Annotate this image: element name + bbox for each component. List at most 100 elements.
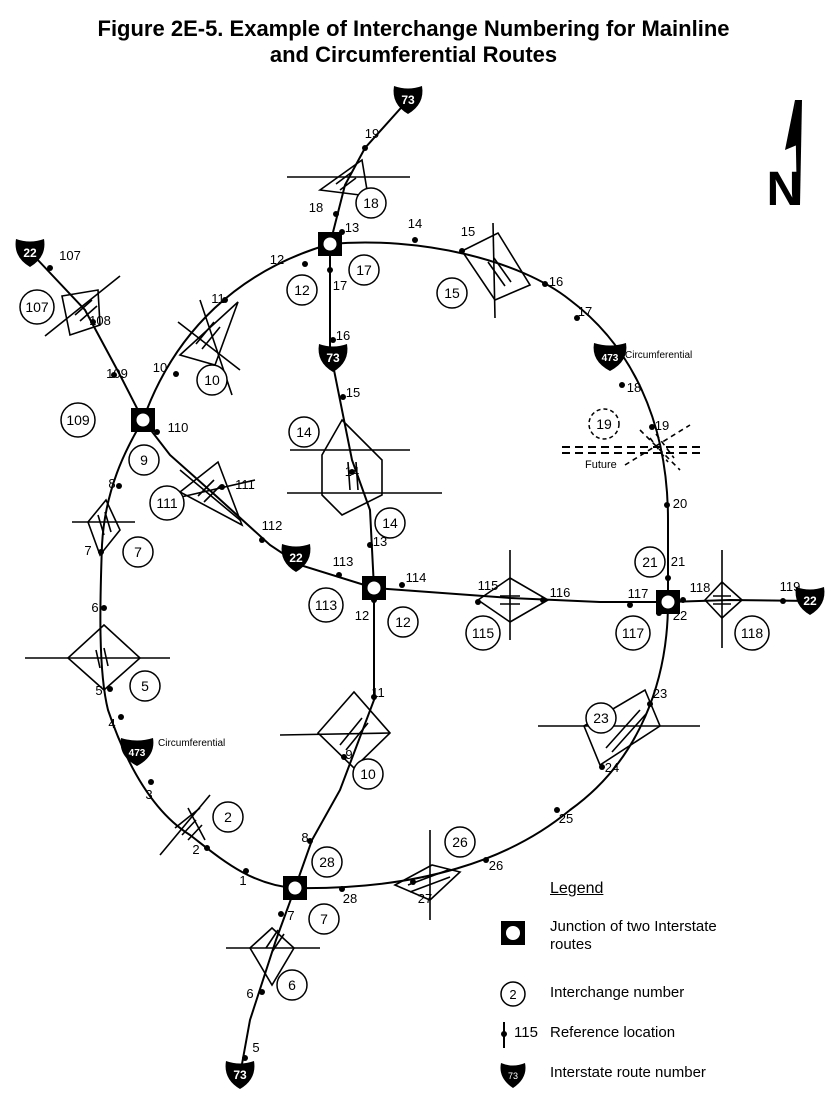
svg-text:8: 8 <box>301 830 308 845</box>
svg-text:16: 16 <box>336 328 350 343</box>
svg-text:14: 14 <box>408 216 422 231</box>
svg-text:13: 13 <box>373 534 387 549</box>
interchange-ramp <box>25 623 170 692</box>
interchange-ramp <box>167 460 256 527</box>
svg-text:14: 14 <box>345 464 359 479</box>
svg-text:5: 5 <box>252 1040 259 1055</box>
interstate-shields: 73 73 73 22 22 22 473 473 <box>15 86 825 1089</box>
junction-icon <box>501 921 525 945</box>
svg-text:7: 7 <box>320 911 328 927</box>
svg-text:115: 115 <box>472 625 495 641</box>
reference-location: 24 <box>599 760 619 775</box>
svg-text:15: 15 <box>444 285 460 301</box>
svg-text:118: 118 <box>741 625 764 641</box>
svg-text:9: 9 <box>345 747 352 762</box>
reference-location: 8 <box>301 830 313 845</box>
reference-location-icon <box>501 1022 507 1048</box>
legend-reference-example: 115 <box>514 1024 538 1041</box>
svg-text:6: 6 <box>246 986 253 1001</box>
svg-text:107: 107 <box>25 299 49 315</box>
interchange-number: 111 <box>149 485 185 521</box>
reference-location: 20 <box>664 496 687 511</box>
interchange-ramp <box>287 158 410 197</box>
interchange-number: 21 <box>634 546 666 578</box>
svg-text:114: 114 <box>406 570 427 585</box>
north-label: N <box>767 163 802 216</box>
svg-text:18: 18 <box>309 200 323 215</box>
svg-text:118: 118 <box>690 580 711 595</box>
reference-location: 21 <box>665 554 685 581</box>
interchange-number: 14 <box>288 416 320 448</box>
interstate-shield-icon: 473 <box>120 738 154 766</box>
reference-location: 115 <box>475 578 498 605</box>
interchange-ramp <box>72 498 135 557</box>
svg-text:12: 12 <box>270 252 284 267</box>
svg-text:24: 24 <box>605 760 619 775</box>
svg-text:28: 28 <box>343 891 357 906</box>
interstate-shield-icon: 73 <box>318 344 348 372</box>
reference-location: 5 <box>95 683 113 698</box>
svg-text:108: 108 <box>89 313 111 328</box>
svg-text:21: 21 <box>642 554 658 570</box>
svg-text:22: 22 <box>23 246 37 260</box>
reference-location: 114 <box>399 570 426 588</box>
svg-text:7: 7 <box>134 544 142 560</box>
reference-location: 19 <box>362 126 379 151</box>
svg-text:11: 11 <box>371 685 385 700</box>
reference-location: 7 <box>84 543 104 558</box>
svg-text:18: 18 <box>363 195 379 211</box>
svg-text:12: 12 <box>395 614 411 630</box>
interchange-number: 109 <box>60 402 96 438</box>
interchange-number: 15 <box>436 277 468 309</box>
circumferential-label-northeast: Circumferential <box>625 350 692 361</box>
reference-location: 18 <box>619 380 641 395</box>
svg-text:73: 73 <box>401 93 415 107</box>
interchange-number: 26 <box>444 826 476 858</box>
interchange-number: 7 <box>122 536 154 568</box>
interstate-shield-icon: 22 <box>281 544 311 572</box>
svg-text:473: 473 <box>129 748 146 759</box>
reference-location: 119 <box>780 579 800 604</box>
interchange-number: 107 <box>19 289 55 325</box>
legend-interchange-text: Interchange number <box>550 984 685 1001</box>
junction-icon <box>656 590 680 614</box>
interchange-number: 17 <box>348 254 380 286</box>
svg-text:27: 27 <box>418 891 432 906</box>
junction-icon <box>283 876 307 900</box>
reference-location: 5 <box>242 1040 260 1061</box>
svg-text:117: 117 <box>628 586 649 601</box>
reference-location: 14 <box>345 464 359 479</box>
interstate-shield-icon: 473 <box>593 343 627 371</box>
svg-text:14: 14 <box>382 515 398 531</box>
svg-text:20: 20 <box>673 496 687 511</box>
reference-location: 6 <box>91 600 107 615</box>
interstate-shield-icon: 22 <box>795 587 825 615</box>
svg-text:7: 7 <box>287 908 294 923</box>
svg-text:73: 73 <box>233 1068 247 1082</box>
svg-text:111: 111 <box>235 477 255 492</box>
svg-text:117: 117 <box>622 625 645 641</box>
interchange-number: 12 <box>387 606 419 638</box>
interchange-ramp <box>703 550 744 648</box>
legend-route-text: Interstate route number <box>550 1064 706 1081</box>
interchange-number: 117 <box>615 615 651 651</box>
reference-location: 15 <box>340 385 360 400</box>
svg-text:25: 25 <box>559 811 573 826</box>
future-crossroad <box>562 446 700 454</box>
interchange-ramp <box>287 418 442 516</box>
svg-text:73: 73 <box>326 351 340 365</box>
svg-text:18: 18 <box>627 380 641 395</box>
svg-text:10: 10 <box>204 372 220 388</box>
svg-text:19: 19 <box>365 126 379 141</box>
interchange-number: 18 <box>355 187 387 219</box>
reference-location: 23 <box>647 686 667 707</box>
reference-location: 16 <box>542 274 563 289</box>
reference-location: 11 <box>211 291 228 306</box>
interchange-ramp <box>226 926 320 987</box>
svg-text:109: 109 <box>106 366 128 381</box>
svg-text:6: 6 <box>288 977 296 993</box>
reference-location: 107 <box>47 248 81 271</box>
reference-location: 6 <box>246 986 265 1001</box>
reference-location: 13 <box>339 220 359 235</box>
